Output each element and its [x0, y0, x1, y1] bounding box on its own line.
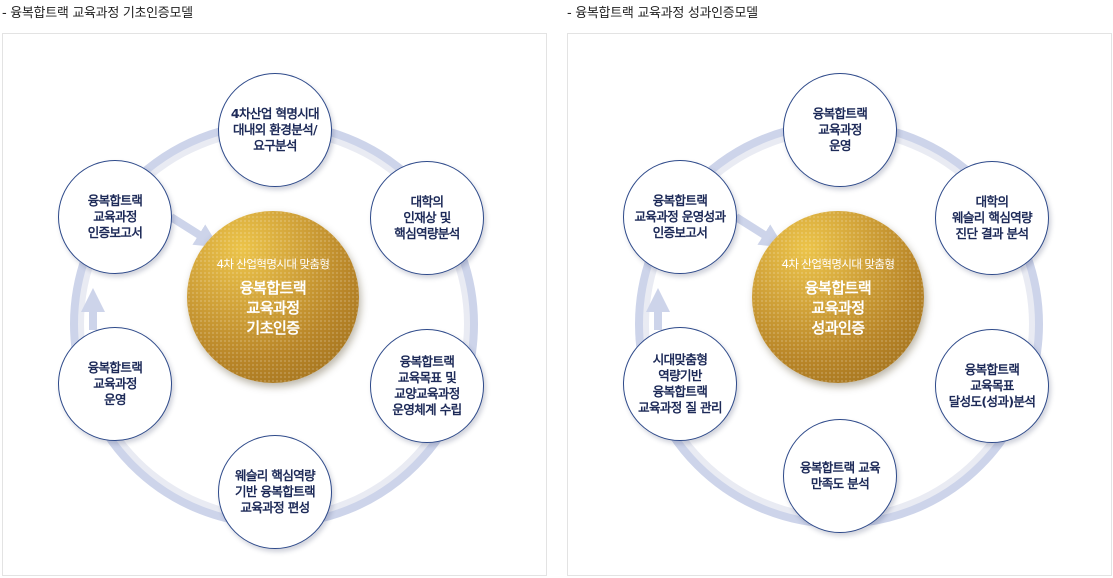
arrow-to-center [733, 213, 785, 248]
center-performance-certification: 4차 산업혁명시대 맞춤형 융복합트랙 교육과정 성과인증 [752, 211, 924, 383]
node-certification-report: 융복합트랙 교육과정 인증보고서 [58, 160, 172, 274]
node-label: 융복합트랙 교육과정 인증보고서 [87, 193, 143, 240]
node-performance-report: 융복합트랙 교육과정 운영성과 인증보고서 [623, 160, 737, 274]
node-goal-system-setup: 융복합트랙 교육목표 및 교양교육과정 운영체계 수립 [370, 329, 484, 443]
center-basic-certification: 4차 산업혁명시대 맞춤형 융복합트랙 교육과정 기초인증 [187, 211, 359, 383]
node-label: 융복합트랙 교육 만족도 분석 [799, 460, 881, 491]
node-curriculum-operation: 융복합트랙 교육과정 운영 [783, 73, 897, 187]
node-competency-diagnosis: 대학의 웨슬리 핵심역량 진단 결과 분석 [935, 161, 1049, 275]
node-label: 시대맞춤형 역량기반 융복합트랙 교육과정 질 관리 [638, 352, 722, 415]
node-goal-achievement-analysis: 융복합트랙 교육목표 달성도(성과)분석 [935, 329, 1049, 443]
node-satisfaction-analysis: 융복합트랙 교육 만족도 분석 [783, 419, 897, 533]
panel-title-performance: - 융복합트랙 교육과정 성과인증모델 [567, 6, 758, 21]
center-subtitle: 4차 산업혁명시대 맞춤형 [781, 256, 895, 271]
node-label: 대학의 웨슬리 핵심역량 진단 결과 분석 [951, 194, 1033, 241]
node-label: 웨슬리 핵심역량 기반 융복합트랙 교육과정 편성 [234, 468, 316, 515]
node-quality-management: 시대맞춤형 역량기반 융복합트랙 교육과정 질 관리 [623, 327, 737, 441]
performance-certification-diagram: 4차 산업혁명시대 맞춤형 융복합트랙 교육과정 성과인증 융복합트랙 교육과정… [567, 33, 1112, 576]
node-talent-competency-analysis: 대학의 인재상 및 핵심역량분석 [370, 161, 484, 275]
arrow-to-center [168, 213, 220, 248]
node-label: 대학의 인재상 및 핵심역량분석 [394, 194, 460, 241]
center-title: 융복합트랙 교육과정 기초인증 [239, 278, 307, 337]
center-subtitle: 4차 산업혁명시대 맞춤형 [216, 256, 330, 271]
node-label: 융복합트랙 교육목표 및 교양교육과정 운영체계 수립 [392, 354, 462, 417]
node-curriculum-composition: 웨슬리 핵심역량 기반 융복합트랙 교육과정 편성 [218, 435, 332, 549]
node-label: 융복합트랙 교육과정 운영성과 인증보고서 [634, 193, 727, 240]
basic-certification-diagram: 4차 산업혁명시대 맞춤형 융복합트랙 교육과정 기초인증 4차산업 혁명시대 … [2, 33, 547, 576]
panel-title-basic: - 융복합트랙 교육과정 기초인증모델 [2, 6, 193, 21]
node-label: 4차산업 혁명시대 대내외 환경분석/ 요구분석 [230, 106, 320, 153]
center-title: 융복합트랙 교육과정 성과인증 [804, 278, 872, 337]
node-label: 융복합트랙 교육목표 달성도(성과)분석 [948, 362, 1036, 409]
node-label: 융복합트랙 교육과정 운영 [812, 106, 868, 153]
node-label: 융복합트랙 교육과정 운영 [87, 360, 143, 407]
node-environment-analysis: 4차산업 혁명시대 대내외 환경분석/ 요구분석 [218, 73, 332, 187]
node-curriculum-operation: 융복합트랙 교육과정 운영 [58, 327, 172, 441]
